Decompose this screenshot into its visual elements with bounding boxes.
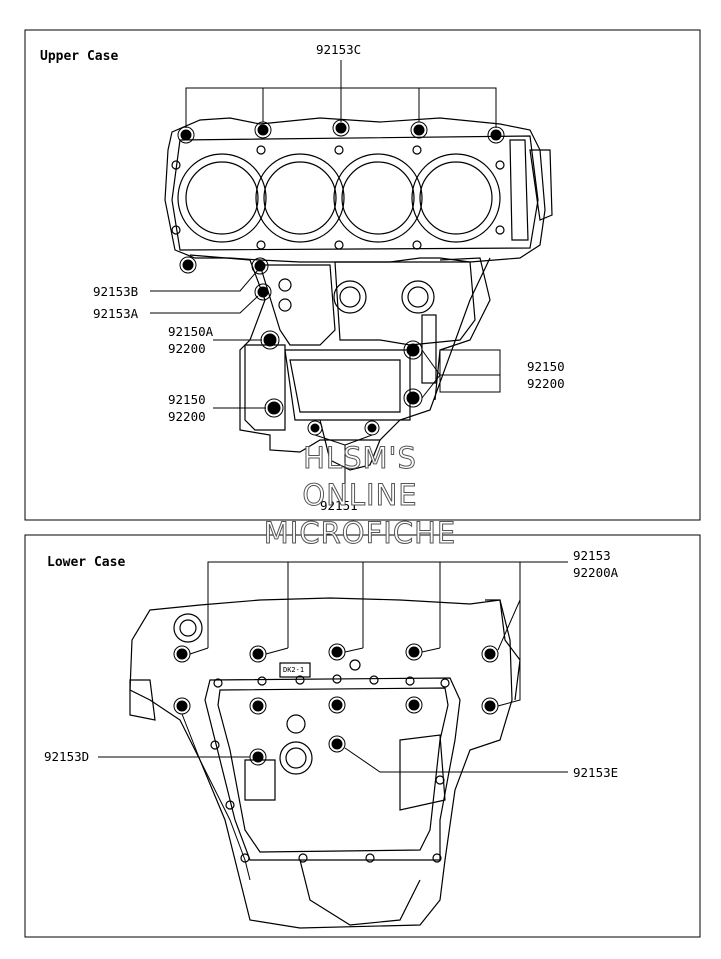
lower-leader-lines — [98, 561, 568, 881]
label-92200-a: 92200 — [168, 341, 206, 356]
label-dk2-1: DK2-1 — [283, 666, 304, 674]
upper-case-drawing — [164, 117, 553, 471]
label-92150-left: 92150 — [168, 392, 206, 407]
label-92153d: 92153D — [44, 749, 89, 764]
upper-case-panel: Upper Case — [24, 29, 701, 521]
label-92153e: 92153E — [573, 765, 618, 780]
label-92200a: 92200A — [573, 565, 619, 580]
label-92150-right: 92150 — [527, 359, 565, 374]
label-92153b: 92153B — [93, 284, 138, 299]
label-92200-right: 92200 — [527, 376, 565, 391]
label-92153a: 92153A — [93, 306, 139, 321]
label-92200-left: 92200 — [168, 409, 206, 424]
label-92153c: 92153C — [316, 42, 361, 57]
lower-case-panel: Lower Case — [24, 534, 701, 938]
upper-case-title: Upper Case — [40, 49, 118, 64]
lower-case-bolts — [173, 643, 499, 766]
label-92153: 92153 — [573, 548, 611, 563]
label-92150a: 92150A — [168, 324, 214, 339]
lower-case-title: Lower Case — [47, 555, 125, 570]
watermark-line-1: HLSM'S — [303, 441, 417, 475]
watermark: HLSM'S ONLINE MICROFICHE — [263, 441, 456, 551]
watermark-line-2: ONLINE — [302, 478, 417, 512]
watermark-line-3: MICROFICHE — [264, 516, 456, 550]
upper-panel-frame — [24, 29, 701, 521]
lower-panel-frame — [24, 534, 701, 938]
label-92151: 92151 — [320, 498, 358, 513]
lower-case-drawing — [129, 597, 521, 929]
upper-leader-lines — [150, 60, 501, 505]
upper-case-bolts — [177, 119, 505, 436]
